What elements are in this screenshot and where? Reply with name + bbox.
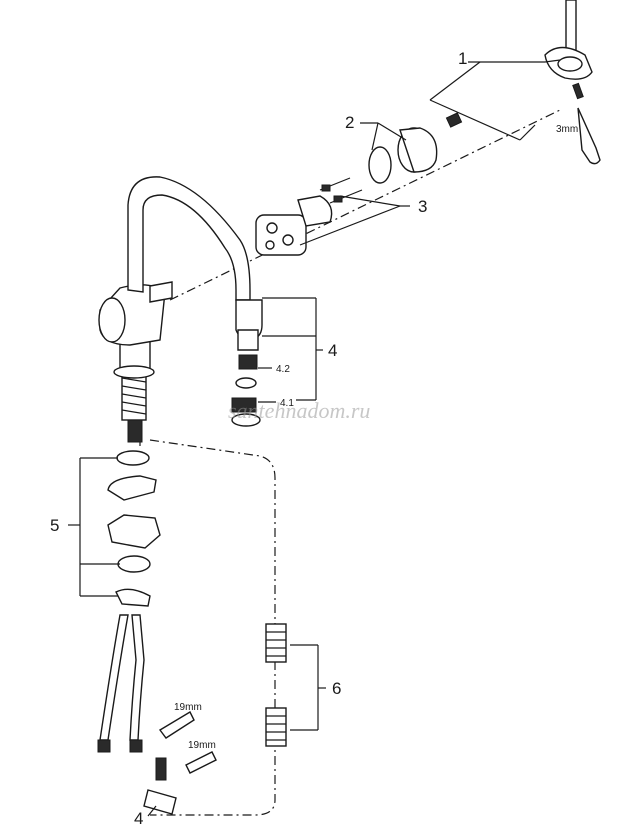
mounting-set [107, 450, 161, 607]
callout-5-bracket [68, 457, 120, 597]
callout-5: 5 [50, 516, 59, 535]
cover-sleeve [368, 127, 438, 184]
spray-parts [231, 354, 261, 427]
callout-2: 2 [345, 113, 354, 132]
callout-4: 4 [328, 341, 337, 360]
faucet-body [98, 176, 263, 443]
supply-hoses [97, 614, 145, 753]
supply-stud [143, 789, 177, 815]
callout-4-2: 4.2 [276, 364, 290, 375]
callout-4-bottom: 4 [134, 809, 143, 826]
callout-6-bracket [290, 644, 326, 731]
wrench-lower-size: 19mm [188, 740, 216, 751]
callout-2-leader [360, 122, 407, 151]
callout-3-leader [299, 195, 410, 246]
callout-4-1: 4.1 [280, 398, 294, 409]
callout-6: 6 [332, 679, 341, 698]
springs [265, 623, 287, 747]
hex-key-size: 3mm [556, 124, 578, 135]
handle-lever [544, 0, 601, 165]
callout-1-leader [429, 59, 561, 141]
cartridge [255, 177, 363, 256]
callout-4-bracket [258, 297, 323, 403]
callout-4-bottom-leader [147, 805, 157, 817]
stud-thread [121, 377, 147, 415]
wrench-lower [185, 751, 217, 774]
wrench-upper-size: 19mm [174, 702, 202, 713]
wrench-upper [155, 711, 195, 781]
watermark: santehnadom.ru [228, 398, 370, 423]
grub-screw [445, 112, 463, 128]
callout-3: 3 [418, 197, 427, 216]
callout-1: 1 [458, 49, 467, 68]
